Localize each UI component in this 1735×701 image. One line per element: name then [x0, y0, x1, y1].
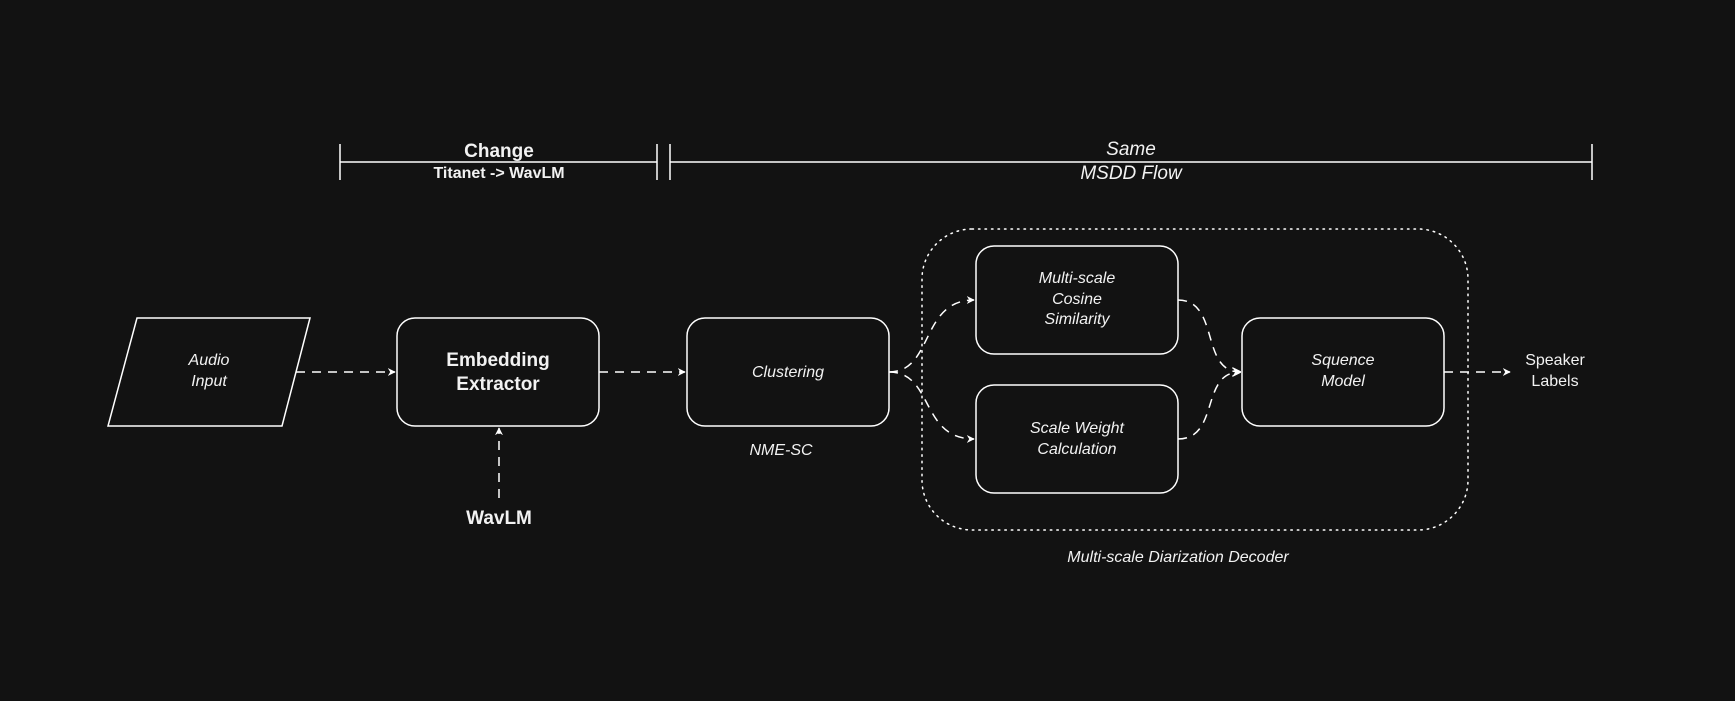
- cosine-similarity-label: Multi-scale Cosine Similarity: [976, 266, 1178, 334]
- same-subtitle: MSDD Flow: [1080, 162, 1182, 184]
- change-subtitle: Titanet -> WavLM: [433, 164, 565, 182]
- decoder-group-outline: [921, 228, 1469, 531]
- scale-weight-line1: Scale Weight: [1030, 420, 1124, 438]
- clustering-caption: NME-SC: [749, 441, 813, 459]
- sequence-model-line2: Model: [1321, 373, 1365, 390]
- audio-input-line2: Input: [191, 373, 227, 390]
- scale-weight-line2: Calculation: [1037, 441, 1117, 458]
- change-bracket: [339, 144, 658, 180]
- embedding-extractor-line1: Embedding: [446, 350, 550, 372]
- same-bracket: [669, 144, 1593, 180]
- audio-input-shape: [107, 317, 311, 427]
- sequence-model-label: Squence Model: [1242, 342, 1444, 402]
- speaker-labels-label: Speaker Labels: [1508, 342, 1602, 402]
- arrow-clustering-to-cosine: [888, 296, 975, 373]
- cosine-similarity-line1: Multi-scale: [1038, 269, 1116, 287]
- speaker-labels-line2: Labels: [1531, 373, 1579, 390]
- embedding-extractor-label: Embedding Extractor: [397, 338, 599, 408]
- audio-input-line1: Audio: [188, 352, 230, 370]
- wavlm-label: WavLM: [466, 507, 532, 529]
- arrow-clustering-to-scale-weight: [888, 371, 975, 443]
- arrow-cosine-to-sequence: [1177, 299, 1240, 372]
- cosine-similarity-line2: Cosine: [1052, 290, 1102, 308]
- scale-weight-label: Scale Weight Calculation: [976, 410, 1178, 470]
- sequence-model-line1: Squence: [1311, 352, 1375, 370]
- same-title: Same: [1106, 138, 1156, 160]
- audio-input-label: Audio Input: [150, 342, 268, 402]
- cosine-similarity-line3: Similarity: [1044, 311, 1110, 329]
- arrow-scale-weight-to-sequence: [1177, 368, 1241, 440]
- embedding-extractor-line2: Extractor: [456, 374, 540, 395]
- clustering-label: Clustering: [751, 363, 825, 381]
- change-title: Change: [464, 140, 534, 162]
- decoder-group-caption: Multi-scale Diarization Decoder: [1067, 548, 1289, 566]
- speaker-labels-line1: Speaker: [1525, 352, 1585, 370]
